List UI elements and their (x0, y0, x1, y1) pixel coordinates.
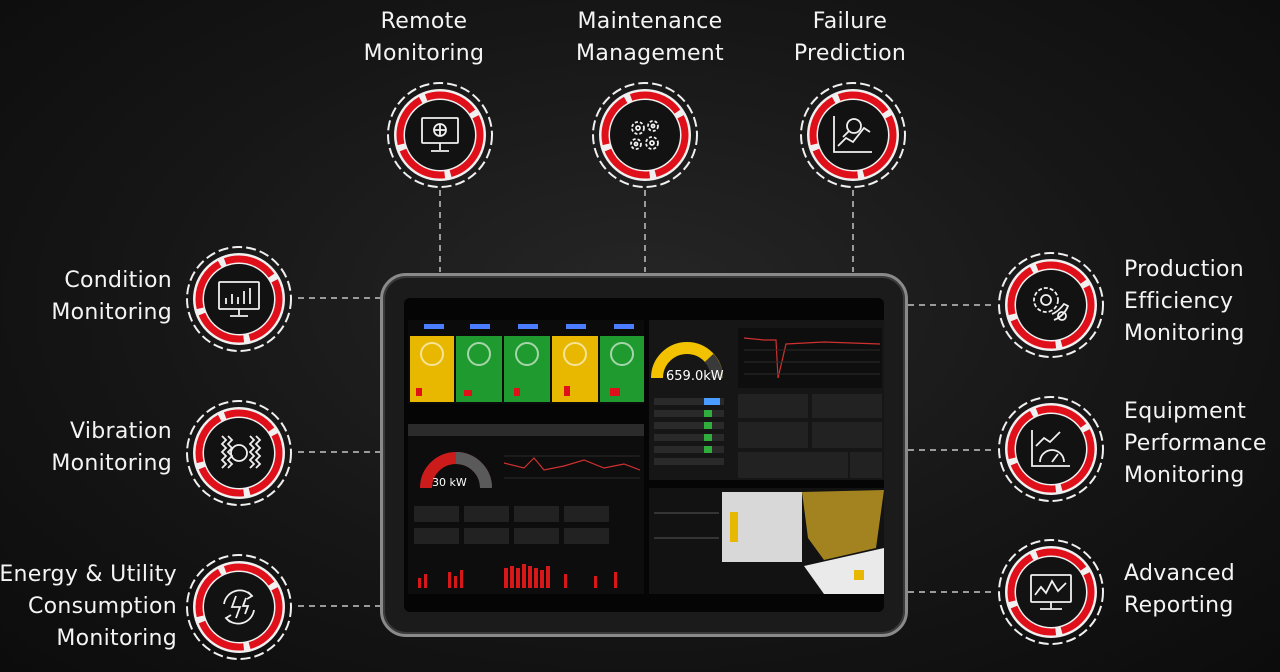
gears-icon (630, 120, 659, 150)
dashboard-screen: 659.0kW 30 kW (404, 298, 884, 612)
monitor-chart-icon (218, 281, 260, 317)
badge-energy-utility (184, 552, 294, 662)
gauge-value-2: 30 kW (432, 476, 467, 489)
badge-remote-monitoring (385, 80, 495, 190)
vibration-icon (220, 435, 262, 469)
bar-cluster (418, 564, 617, 588)
badge-vibration-monitoring (184, 398, 294, 508)
badge-failure-prediction (798, 80, 908, 190)
badge-equipment-performance (996, 394, 1106, 504)
energy-cycle-icon (223, 589, 255, 625)
remote-monitor-icon (421, 117, 459, 152)
gauge-value-1: 659.0kW (666, 369, 724, 384)
badge-production-efficiency (996, 250, 1106, 360)
magnifier-chart-icon (833, 116, 872, 153)
gauge-chart-icon (1031, 430, 1070, 467)
badge-maintenance-management (590, 80, 700, 190)
badge-advanced-reporting (996, 537, 1106, 647)
badge-condition-monitoring (184, 244, 294, 354)
report-monitor-icon (1030, 574, 1072, 610)
gear-hand-icon (1033, 287, 1070, 321)
